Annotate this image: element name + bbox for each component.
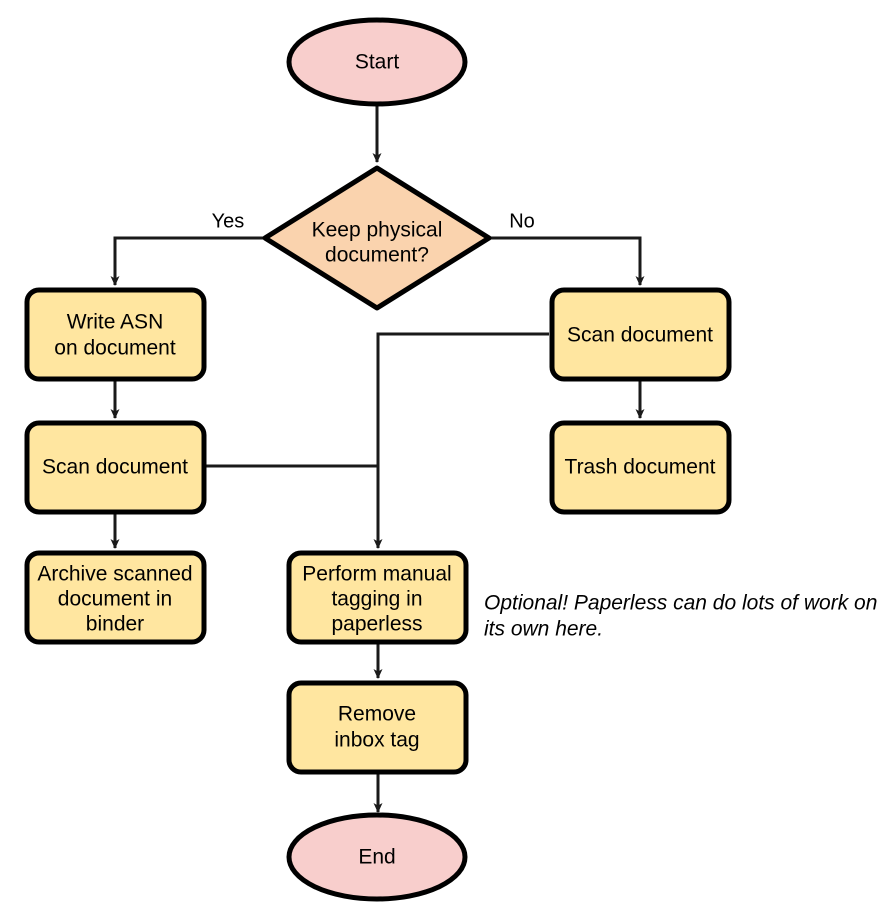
remove-inbox-rect-shape[interactable] xyxy=(286,680,469,775)
node-end[interactable]: End xyxy=(286,812,468,902)
decision-label-line2: document? xyxy=(325,244,429,267)
write-asn-rect-shape[interactable] xyxy=(24,287,207,382)
node-write-asn[interactable]: Write ASN on document xyxy=(24,287,207,382)
annotation-optional-note: Optional! Paperless can do lots of work … xyxy=(484,592,877,641)
edge-layer xyxy=(110,104,645,813)
edge-label-layer: Yes No xyxy=(212,210,535,232)
scan-right-label: Scan document xyxy=(567,324,713,347)
edge-label-yes: Yes xyxy=(212,210,245,232)
end-label: End xyxy=(358,846,395,869)
node-scan-document-left[interactable]: Scan document xyxy=(24,420,207,515)
edge-decision-yes-to-write-asn xyxy=(110,236,264,286)
end-ellipse-shape[interactable] xyxy=(286,812,468,902)
annotation-line2: its own here. xyxy=(484,618,603,641)
start-ellipse-shape[interactable] xyxy=(286,17,468,107)
edge-decision-no-to-scan-right xyxy=(491,236,645,286)
manual-tagging-label-line3: paperless xyxy=(331,613,422,636)
remove-inbox-label-line1: Remove xyxy=(338,703,416,726)
scan-left-rect-shape[interactable] xyxy=(24,420,207,515)
manual-tagging-label-line1: Perform manual xyxy=(302,563,451,586)
decision-label-line1: Keep physical xyxy=(312,219,443,242)
node-archive-scanned-document[interactable]: Archive scanned document in binder xyxy=(24,550,207,645)
annotation-line1: Optional! Paperless can do lots of work … xyxy=(484,592,877,615)
write-asn-label-line2: on document xyxy=(54,337,176,360)
decision-diamond-shape[interactable] xyxy=(262,165,492,311)
edge-scan-right-to-manual-tagging xyxy=(373,332,549,549)
archive-rect-shape[interactable] xyxy=(24,550,207,645)
node-trash-document[interactable]: Trash document xyxy=(549,420,732,515)
archive-label-line2: document in xyxy=(58,588,172,611)
write-asn-label-line1: Write ASN xyxy=(67,311,163,334)
archive-label-line3: binder xyxy=(86,613,144,636)
trash-label: Trash document xyxy=(565,456,716,479)
remove-inbox-label-line2: inbox tag xyxy=(334,729,419,752)
manual-tagging-label-line2: tagging in xyxy=(331,588,422,611)
manual-tagging-rect-shape[interactable] xyxy=(286,550,469,645)
node-remove-inbox-tag[interactable]: Remove inbox tag xyxy=(286,680,469,775)
node-perform-manual-tagging[interactable]: Perform manual tagging in paperless xyxy=(286,550,469,645)
node-start[interactable]: Start xyxy=(286,17,468,107)
node-scan-document-right[interactable]: Scan document xyxy=(549,287,732,382)
node-decision-keep-physical-document[interactable]: Keep physical document? xyxy=(262,165,492,311)
edge-label-no: No xyxy=(509,210,535,232)
scan-right-rect-shape[interactable] xyxy=(549,287,732,382)
archive-label-line1: Archive scanned xyxy=(37,563,192,586)
start-label: Start xyxy=(355,51,400,74)
scan-left-label: Scan document xyxy=(42,456,188,479)
trash-rect-shape[interactable] xyxy=(549,420,732,515)
